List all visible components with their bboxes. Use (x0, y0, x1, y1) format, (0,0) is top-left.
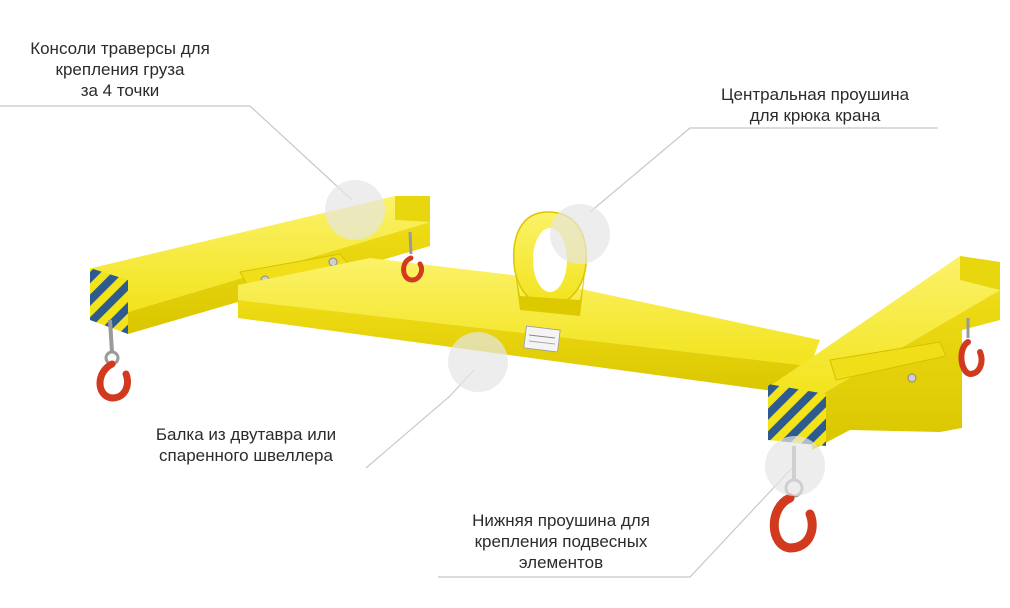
callout-lower-eye-line-3: элементов (518, 553, 604, 572)
marker-circles (325, 180, 825, 496)
callout-consoles-line-1: Консоли траверсы для (30, 39, 210, 58)
callout-line-central-eye (589, 127, 938, 213)
callout-consoles-line-2: крепления груза (55, 60, 185, 79)
main-beam (238, 258, 820, 396)
callout-consoles-line-3: за 4 точки (80, 81, 160, 100)
callout-lower-eye-line-1: Нижняя проушина для (472, 511, 650, 530)
callout-consoles: Консоли траверсы для крепления груза за … (0, 38, 240, 101)
hook-left-front (96, 319, 131, 402)
hook-left-back (401, 231, 425, 283)
callout-line-beam (365, 369, 475, 469)
marker-central-eye (550, 204, 610, 264)
right-console-end-stripes (768, 384, 826, 446)
callout-beam-line-1: Балка из двутавра или (155, 425, 337, 444)
callout-central-eye-line-1: Центральная проушина (720, 85, 910, 104)
callout-central-eye-line-2: для крюка крана (749, 106, 881, 125)
callout-lines (0, 105, 938, 578)
marker-beam (448, 332, 508, 392)
nameplate (523, 325, 561, 353)
callout-line-consoles (0, 105, 353, 201)
right-console (768, 256, 1000, 450)
callout-beam: Балка из двутавра или спаренного швеллер… (126, 424, 366, 466)
hook-right-back (958, 318, 985, 378)
callout-line-lower-eye (438, 465, 795, 578)
left-console-end-stripes (90, 268, 128, 334)
callout-beam-line-2: спаренного швеллера (159, 446, 333, 465)
callout-lower-eye-line-2: крепления подвесных (474, 532, 648, 551)
marker-consoles (325, 180, 385, 240)
marker-lower-eye (765, 436, 825, 496)
callout-central-eye: Центральная проушина для крюка крана (690, 84, 940, 126)
callout-lower-eye: Нижняя проушина для крепления подвесных … (436, 510, 686, 573)
